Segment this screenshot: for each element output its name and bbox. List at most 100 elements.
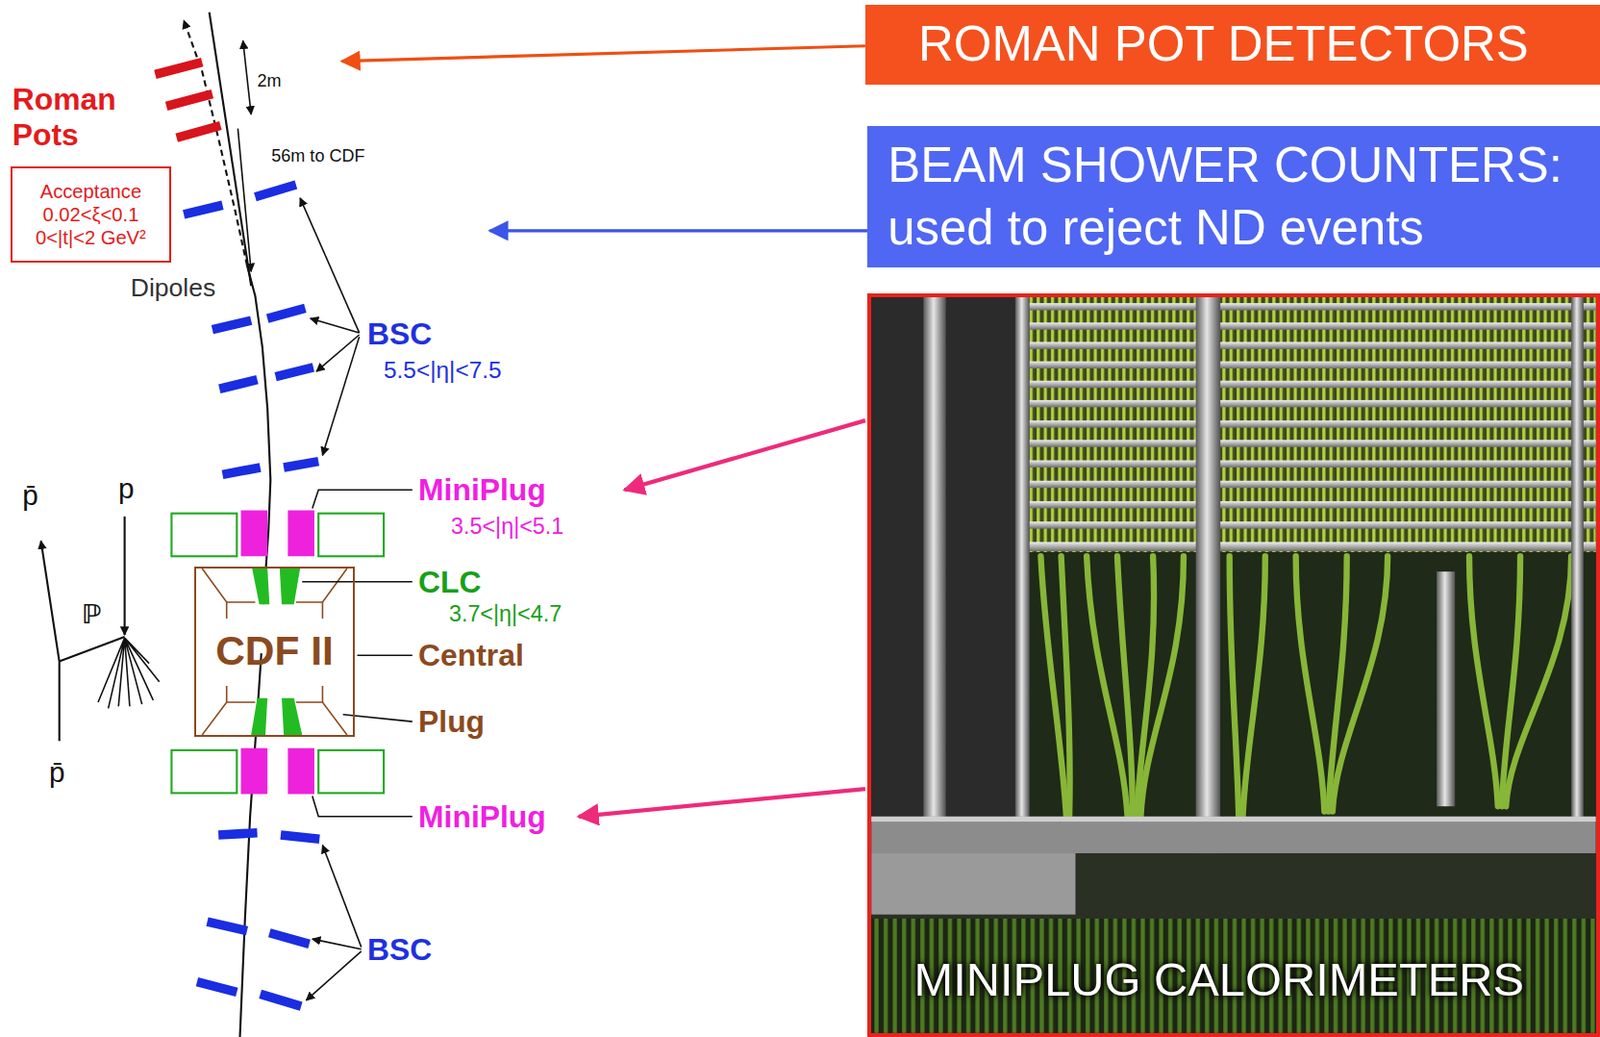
acceptance-text: 0.02<ξ<0.1 [43, 202, 140, 226]
leader-line [301, 580, 413, 583]
steel-ring [1028, 541, 1597, 551]
steel-ring [1028, 400, 1597, 407]
title-banner: ROMAN POT DETECTORS [865, 4, 1600, 85]
pomeron-line [59, 636, 125, 661]
bsc-counter [219, 379, 257, 390]
part-name: MiniPlug [418, 471, 547, 508]
bsc-counter [283, 461, 319, 468]
jet-fan [98, 637, 160, 708]
forward-block [171, 750, 237, 794]
part-name: Roman Pots [12, 81, 133, 154]
part-name: CLC [418, 563, 481, 600]
callout-arrow [489, 228, 888, 232]
leader-line [312, 489, 413, 508]
leader-line [300, 198, 360, 333]
banner-text: ROMAN POT DETECTORS [918, 16, 1529, 74]
bsc-counter [254, 184, 296, 198]
leader-line [305, 950, 361, 1000]
dimension-arrow [243, 40, 251, 114]
forward-block [318, 750, 384, 794]
bsc-counter [269, 932, 309, 945]
photo-lower-ground [871, 852, 1596, 1033]
diffraction-sketch [41, 516, 160, 741]
leader-line [316, 334, 360, 372]
bsc-counter [260, 993, 301, 1006]
clc-counter [251, 568, 270, 604]
plug-line [201, 685, 255, 735]
bsc-leaders [300, 198, 362, 1000]
beam-shower-counters [183, 184, 320, 1006]
fiber-cylinder [1028, 297, 1597, 552]
callout-arrow [625, 420, 866, 490]
fiber-bundle [1061, 555, 1071, 817]
detector-box: CDF II [194, 566, 356, 737]
bsc-counter [267, 307, 305, 319]
proton-line [124, 516, 126, 635]
clc-counter [250, 698, 268, 735]
range-label: 3.7<|η|<4.7 [449, 600, 562, 627]
plug-line [296, 685, 348, 735]
bsc-counter [222, 467, 260, 475]
bsc-counter [280, 834, 320, 839]
antiproton-line [58, 661, 61, 742]
leader-line [322, 845, 361, 948]
steel-ring [1028, 500, 1597, 508]
support-rod [1015, 297, 1030, 828]
fiber-bundles [1040, 555, 1572, 817]
part-name: MiniPlug [418, 798, 547, 835]
fiber-bundle [1229, 555, 1240, 817]
callout-arrow [342, 46, 866, 62]
steel-ring [1028, 439, 1597, 447]
steel-ring [1028, 420, 1597, 427]
callout-text: BEAM SHOWER COUNTERS: [887, 133, 1563, 198]
forward-block [318, 513, 384, 557]
part-name: Dipoles [130, 273, 216, 304]
part-name: Plug [418, 702, 485, 740]
part-name: BSC [367, 930, 432, 968]
clc-counter [281, 698, 302, 735]
support-rods [923, 297, 1583, 900]
steel-ring [1028, 361, 1597, 369]
dimension-arrow [237, 128, 251, 273]
leader-line [312, 796, 413, 817]
base-plate [871, 816, 1596, 853]
fiber-bundle [1296, 555, 1325, 811]
leader-line [357, 653, 413, 656]
plug-line [296, 568, 348, 619]
fiber-bundle [1469, 555, 1499, 806]
callout-text: used to reject ND events [887, 196, 1425, 260]
fiber-bundle [1332, 555, 1388, 811]
part-name: Central [418, 636, 525, 674]
support-rod [1436, 571, 1455, 806]
fiber-bundle [1242, 555, 1265, 817]
support-rod [1196, 297, 1221, 900]
particle-label: p̄ [49, 754, 66, 790]
leader-line [310, 318, 360, 333]
roman-pot [166, 94, 213, 107]
fiber-bundle [1140, 555, 1184, 817]
particle-label: ℙ [81, 598, 102, 630]
photo-caption: MINIPLUG CALORIMETERS [914, 951, 1525, 1006]
bsc-counter [275, 367, 314, 377]
particle-label: p̄ [22, 477, 39, 513]
beam-line [209, 12, 252, 286]
fiber-bundle [1505, 555, 1572, 806]
steel-ring [1028, 341, 1597, 349]
plug-line [201, 568, 255, 619]
antiproton-line [41, 540, 60, 661]
dimension-label: 2m [256, 71, 281, 93]
acceptance-text: Acceptance [40, 179, 142, 203]
steel-ring [1028, 380, 1597, 388]
bsc-counter [197, 981, 237, 993]
clc-counter [279, 568, 300, 604]
miniplug-block [287, 748, 315, 795]
detector-name: CDF II [215, 627, 334, 675]
roman-pot [154, 62, 202, 75]
miniplug-block [241, 748, 269, 795]
particle-label: p [118, 471, 135, 506]
bsc-counter [183, 204, 223, 215]
acceptance-box: Acceptance0.02<ξ<0.10<|t|<2 GeV² [10, 166, 173, 263]
fiber-region [1028, 551, 1597, 820]
base-block [871, 852, 1075, 915]
